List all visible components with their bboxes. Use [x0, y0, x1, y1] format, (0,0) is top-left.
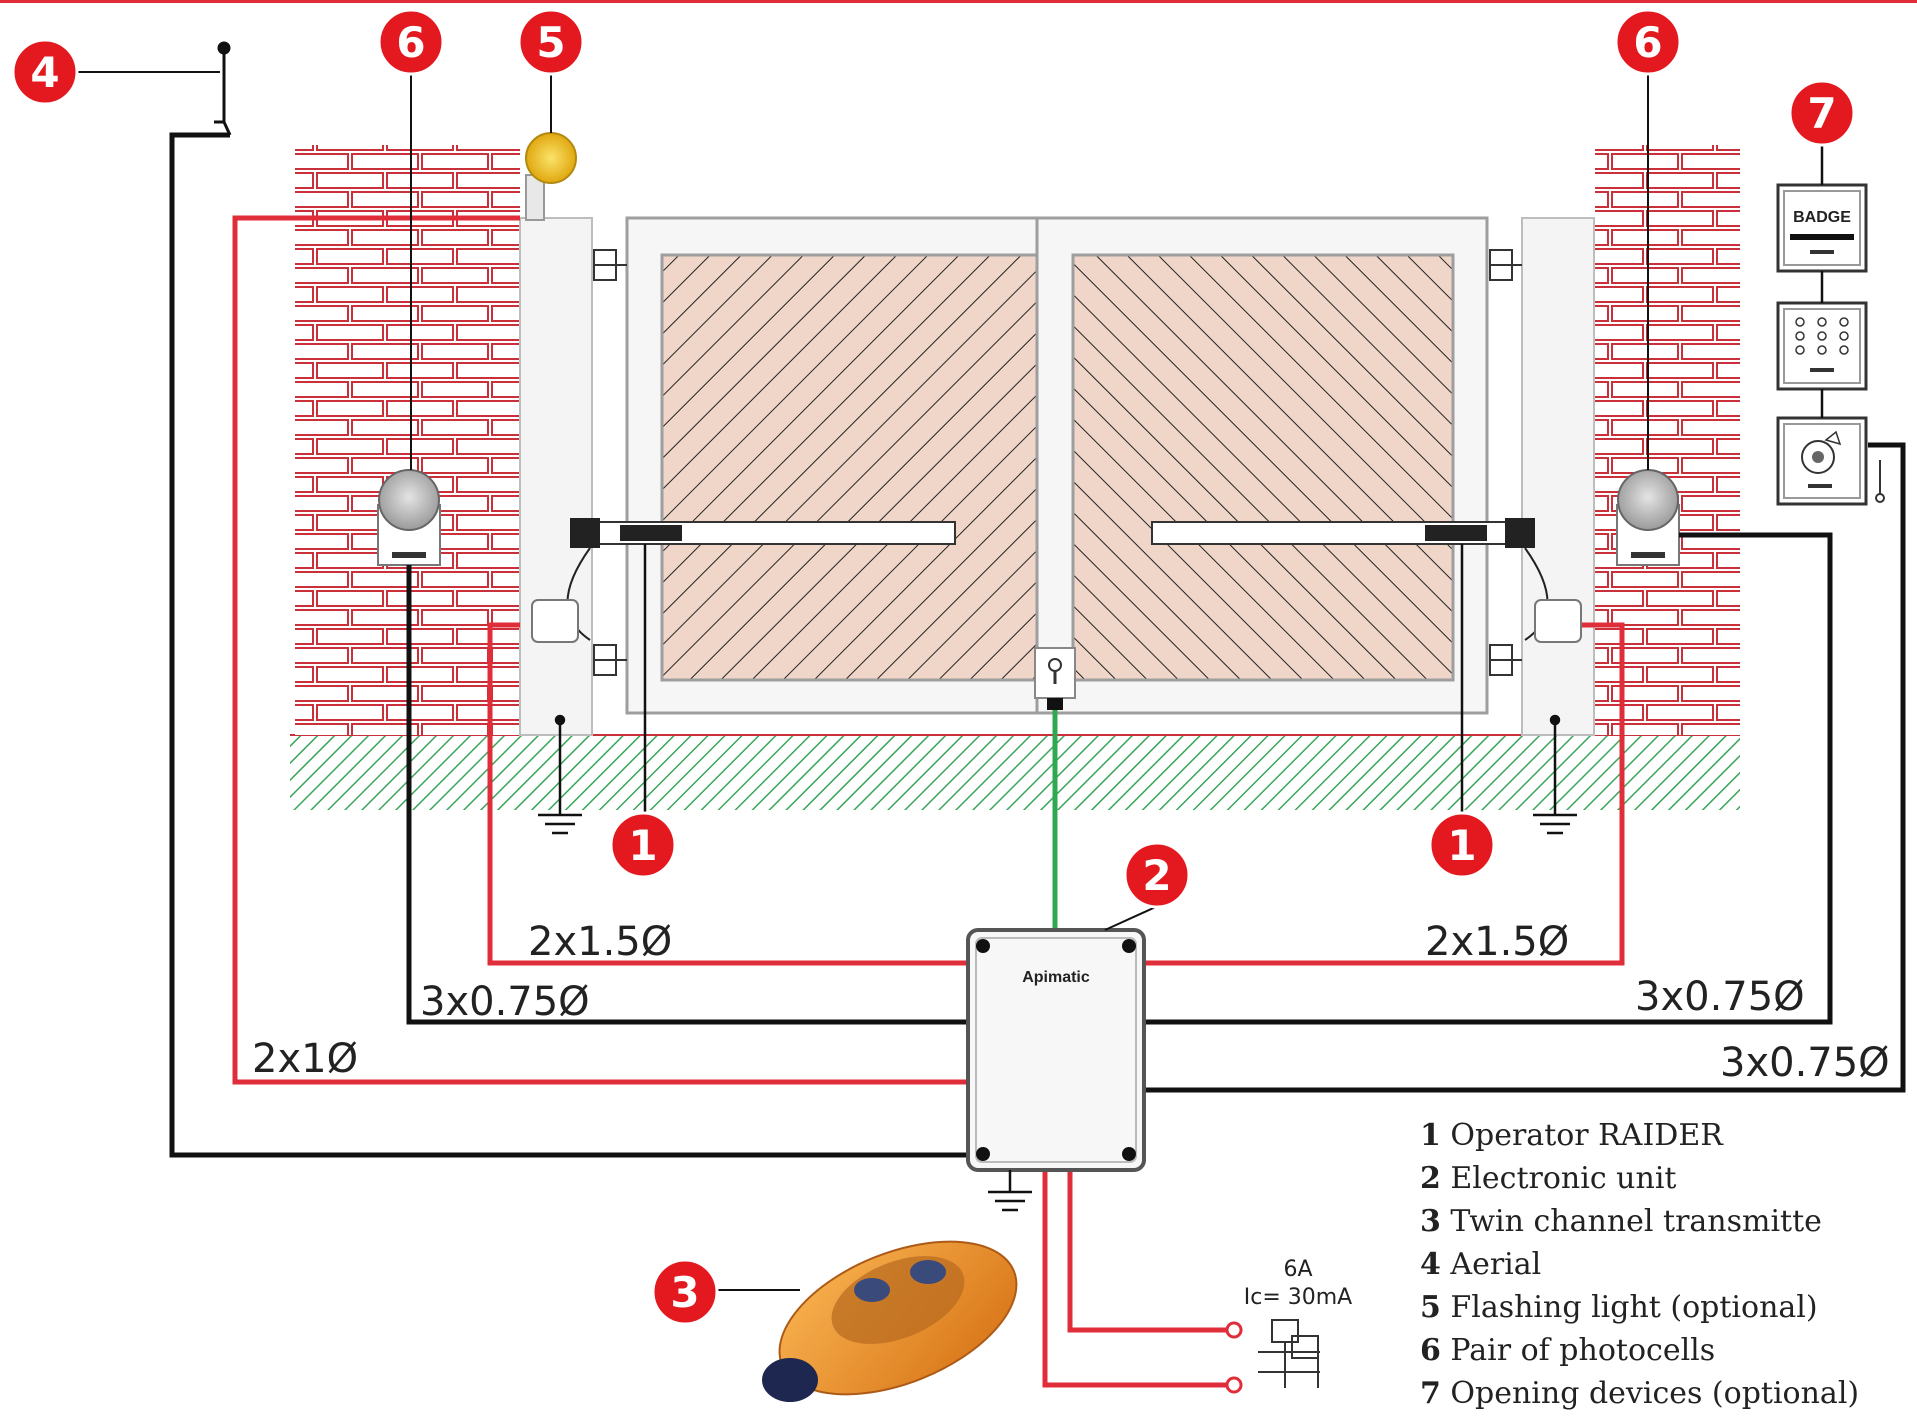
black-wire-left-photocell [406, 565, 975, 1025]
wire-label-left-red-short: 2x1.5Ø [528, 919, 672, 965]
gate-panel-left [660, 253, 1039, 682]
legend-item-text: Operator RAIDER [1441, 1118, 1724, 1153]
hinges [593, 249, 1522, 676]
legend-item-number: 5 [1420, 1290, 1441, 1325]
badge-photocell-right: 6 [1614, 8, 1682, 76]
key-switch [1776, 416, 1885, 506]
ground-strip [290, 735, 1740, 810]
leader-lines [70, 68, 1823, 1291]
black-wire-opening-devices [1143, 442, 1906, 1093]
breaker-rating: 6A [1283, 1257, 1312, 1282]
svg-text:7: 7 [1807, 89, 1836, 138]
legend-item-text: Opening devices (optional) [1441, 1376, 1859, 1411]
transmitter-icon [762, 1240, 1018, 1402]
wire-label-left-black: 3x0.75Ø [420, 979, 590, 1025]
badge-operator-left: 1 [609, 811, 677, 879]
wires [169, 132, 1906, 1388]
red-wire-mains-2 [1042, 1170, 1230, 1388]
badge-reader: BADGE [1776, 183, 1868, 273]
red-wire-right-operator [1143, 622, 1625, 966]
badge-operator-right: 1 [1428, 811, 1496, 879]
legend-item: 3 Twin channel transmitte [1420, 1204, 1822, 1239]
earth-icon-unit [988, 1170, 1032, 1212]
photocell-left [377, 469, 441, 566]
red-wire-mains-1 [1067, 1170, 1230, 1333]
wire-label-right-black: 3x0.75Ø [1635, 974, 1805, 1020]
unit-brand-label: Apimatic [1022, 969, 1090, 986]
pillar-photocell-right [1534, 599, 1582, 643]
breaker-sensitivity: Ic= 30mA [1244, 1285, 1353, 1310]
legend-item: 5 Flashing light (optional) [1420, 1290, 1818, 1325]
earth-icon-left [538, 714, 582, 835]
black-wire-aerial [169, 132, 975, 1158]
pillar-photocell-left [531, 599, 579, 643]
badge-opening-devices: 7 [1788, 79, 1856, 147]
legend-item-number: 6 [1420, 1333, 1441, 1368]
operator-right [1151, 518, 1549, 835]
legend-item-text: Flashing light (optional) [1441, 1290, 1818, 1325]
badge-electronic-unit: 2 [1123, 841, 1191, 909]
mains-terminal [1225, 1321, 1243, 1339]
legend-item-number: 2 [1420, 1161, 1441, 1196]
legend-item: 1 Operator RAIDER [1420, 1118, 1724, 1153]
svg-text:1: 1 [628, 821, 657, 870]
top-rule [0, 0, 1917, 3]
legend-item: 6 Pair of photocells [1420, 1333, 1715, 1368]
legend-item: 2 Electronic unit [1420, 1161, 1676, 1196]
svg-text:6: 6 [396, 18, 425, 67]
operator-left [566, 518, 956, 835]
legend-item: 4 Aerial [1420, 1247, 1541, 1282]
wire-label-right-black-long: 3x0.75Ø [1720, 1040, 1890, 1086]
legend-item-text: Pair of photocells [1441, 1333, 1715, 1368]
aerial-icon [214, 41, 232, 136]
black-wire-right-photocell [1143, 532, 1833, 1025]
red-wire-left-operator [487, 622, 975, 966]
gate-panel-right [1071, 253, 1455, 682]
svg-text:4: 4 [30, 48, 59, 97]
badge-photocell-left: 6 [377, 8, 445, 76]
wire-label-left-red-long: 2x1Ø [252, 1036, 358, 1082]
badge-reader-label: BADGE [1793, 209, 1851, 226]
legend-item-number: 4 [1420, 1247, 1441, 1282]
flashing-light-icon [525, 132, 577, 221]
badge-aerial: 4 [11, 38, 79, 106]
svg-text:2: 2 [1142, 851, 1171, 900]
badge-transmitter: 3 [651, 1258, 719, 1326]
red-wire-flashing-light [232, 215, 975, 1085]
legend-item-number: 1 [1420, 1118, 1441, 1153]
legend-item: 7 Opening devices (optional) [1420, 1376, 1859, 1411]
badge-flashing-light: 5 [517, 8, 585, 76]
brick-wall-right [1595, 145, 1740, 735]
legend-item-text: Aerial [1441, 1247, 1541, 1282]
svg-text:3: 3 [670, 1268, 699, 1317]
gate-lock-icon [1034, 647, 1076, 710]
legend-item-text: Twin channel transmitte [1441, 1204, 1822, 1239]
breaker-icon [1258, 1319, 1320, 1388]
pillar-left [519, 217, 593, 736]
legend-item-number: 3 [1420, 1204, 1441, 1239]
svg-text:6: 6 [1633, 18, 1662, 67]
mains-terminal [1225, 1376, 1243, 1394]
photocell-right [1616, 469, 1680, 566]
svg-text:1: 1 [1447, 821, 1476, 870]
pillar-right [1521, 217, 1595, 736]
keypad [1776, 301, 1868, 391]
earth-icon-right [1533, 714, 1577, 835]
legend-item-number: 7 [1420, 1376, 1441, 1411]
wire-label-right-red-short: 2x1.5Ø [1425, 919, 1569, 965]
legend-item-text: Electronic unit [1441, 1161, 1677, 1196]
electronic-unit: Apimatic [966, 928, 1146, 1172]
svg-text:5: 5 [536, 18, 565, 67]
